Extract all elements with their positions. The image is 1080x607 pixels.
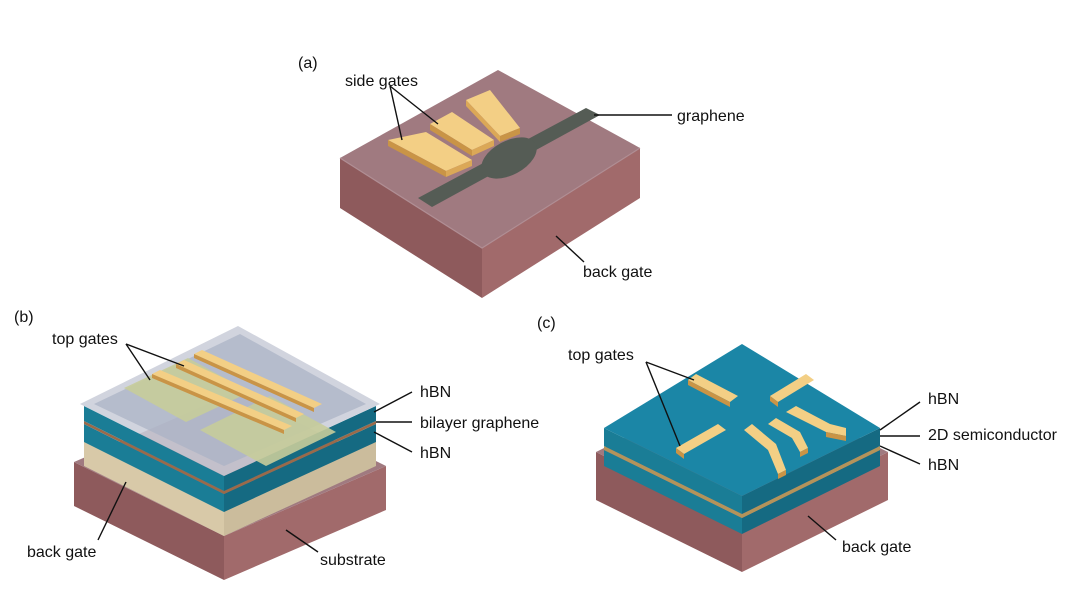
hbn-lower-c-right xyxy=(742,450,880,534)
hbn-lower-right xyxy=(224,424,376,512)
label-substrate: substrate xyxy=(320,552,386,569)
top-gates-c xyxy=(676,374,846,479)
leader-top-gates-c-1 xyxy=(645,361,695,381)
panel-a-tag: (a) xyxy=(298,55,318,72)
bilayer-graphene-left xyxy=(84,421,224,494)
label-hbn-lower-b: hBN xyxy=(420,445,451,462)
label-back-gate-b: back gate xyxy=(27,544,96,561)
leader-substrate xyxy=(285,529,319,553)
top-gate-c-1 xyxy=(688,374,738,407)
hbn-upper-left xyxy=(84,406,224,491)
label-side-gates: side gates xyxy=(345,73,418,90)
back-gate-top-edge xyxy=(339,147,641,249)
lower-layer-left xyxy=(84,440,224,536)
hbn-upper-c-right xyxy=(742,428,880,514)
label-hbn-lower-c: hBN xyxy=(928,457,959,474)
top-gate-c-6 xyxy=(786,406,846,441)
leader-hbn-lower-b xyxy=(373,431,413,453)
panel-a: (a) xyxy=(298,55,745,298)
leader-top-gates-c-2 xyxy=(645,361,681,447)
leader-back-gate-c xyxy=(807,515,837,541)
top-gate-b-1 xyxy=(152,370,292,434)
panel-c: (c) xyxy=(537,315,1058,572)
leader-side-gates-left xyxy=(389,85,403,141)
panel-c-layer-stack xyxy=(604,344,880,534)
top-gates-b xyxy=(152,350,322,434)
semiconductor-c-right xyxy=(742,446,880,518)
panel-b-tag: (b) xyxy=(14,309,34,326)
side-gates xyxy=(388,90,520,177)
label-graphene: graphene xyxy=(677,108,745,125)
label-bilayer-graphene: bilayer graphene xyxy=(420,415,539,432)
hbn-upper-c-left xyxy=(604,428,742,514)
leader-hbn-upper-b xyxy=(373,391,413,413)
label-top-gates-b: top gates xyxy=(52,331,118,348)
label-top-gates-c: top gates xyxy=(568,347,634,364)
label-back-gate-a: back gate xyxy=(583,264,652,281)
side-gate-2 xyxy=(430,112,494,156)
back-gate-right-face xyxy=(482,148,640,298)
top-gate-b-3 xyxy=(194,350,322,412)
semiconductor-c-left xyxy=(604,446,742,518)
leader-hbn-lower-c xyxy=(879,445,921,465)
leader-top-gates-b-1 xyxy=(125,343,151,381)
hbn-lower-left xyxy=(84,424,224,512)
lower-layer-right xyxy=(224,440,376,536)
side-gate-3 xyxy=(466,90,520,142)
substrate-right-face xyxy=(224,466,386,580)
back-gate-left-face xyxy=(340,158,482,298)
label-hbn-upper-b: hBN xyxy=(420,384,451,401)
leader-back-gate-a xyxy=(555,235,585,263)
top-gate-c-4 xyxy=(744,424,786,479)
top-gate-b-2 xyxy=(176,360,304,422)
back-gate-c-left xyxy=(596,452,742,572)
label-hbn-upper-c: hBN xyxy=(928,391,959,408)
leader-hbn-upper-c xyxy=(879,401,921,431)
side-gate-1 xyxy=(388,132,472,177)
back-gate-c-right xyxy=(742,452,888,572)
substrate-left-face xyxy=(74,462,224,580)
hbn-lower-c-left xyxy=(604,450,742,534)
hbn-upper-c-top xyxy=(604,344,880,496)
top-gate-c-2 xyxy=(770,374,814,407)
top-gate-c-3 xyxy=(676,424,726,459)
leader-top-gates-b-2 xyxy=(125,343,185,367)
label-2d-semiconductor: 2D semiconductor xyxy=(928,427,1058,444)
graphene-island xyxy=(481,137,537,179)
panel-c-tag: (c) xyxy=(537,315,556,332)
leader-back-gate-b xyxy=(97,481,127,541)
panel-b: (b) xyxy=(14,309,539,580)
label-back-gate-c: back gate xyxy=(842,539,911,556)
leader-side-gates-right xyxy=(389,85,439,125)
bilayer-graphene-right xyxy=(224,421,376,494)
top-gate-c-5 xyxy=(768,418,808,457)
graphene-flake xyxy=(418,108,600,207)
